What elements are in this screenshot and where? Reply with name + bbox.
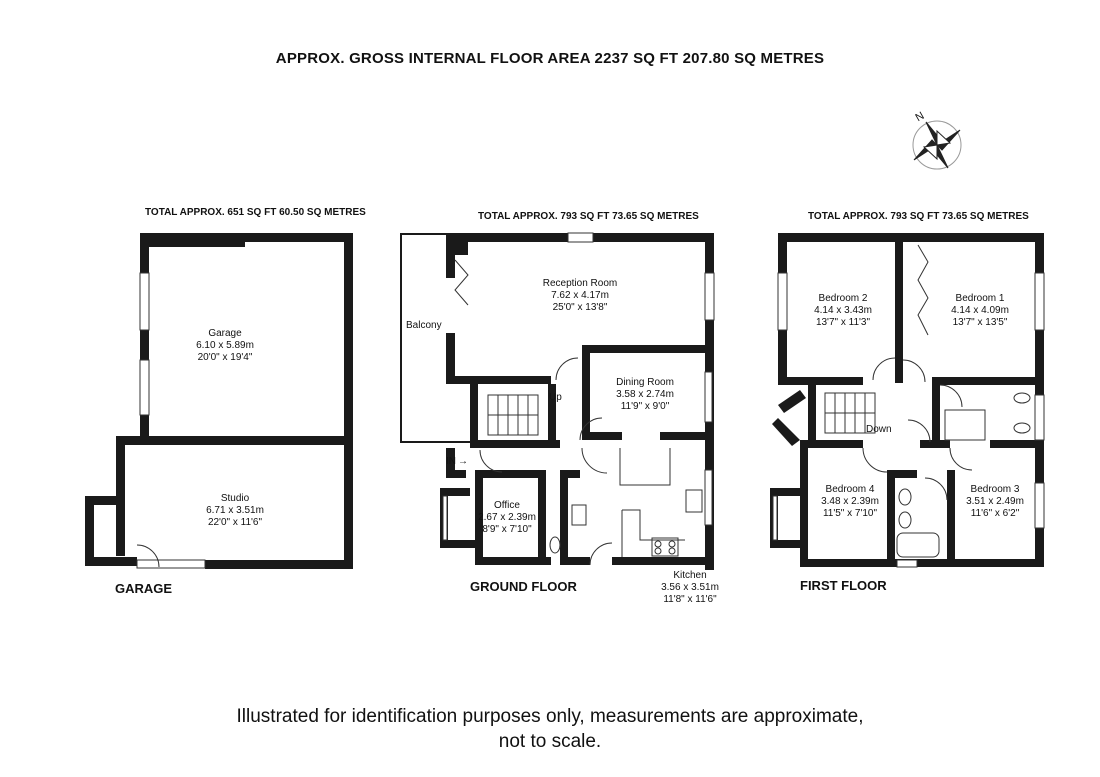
room-name: Bedroom 4 [825, 484, 875, 495]
room-metric: 2.67 x 2.39m [478, 512, 536, 523]
room-name: Kitchen [673, 570, 707, 581]
room-imperial: 25'0" x 13'8" [552, 302, 608, 313]
room-name: Bedroom 2 [818, 293, 868, 304]
room-metric: 6.10 x 5.89m [196, 340, 254, 351]
room-name: Bedroom 3 [970, 484, 1020, 495]
room-imperial: 13'7" x 11'3" [815, 317, 871, 328]
first-stairs [824, 392, 876, 434]
room-metric: 3.51 x 2.49m [966, 496, 1024, 507]
room-imperial: 13'7" x 13'5" [952, 317, 1008, 328]
room-name: Reception Room [542, 278, 618, 289]
first-floor-label: FIRST FLOOR [800, 578, 887, 593]
room-metric: 3.48 x 2.39m [821, 496, 879, 507]
room-imperial: 11'6" x 6'2" [970, 508, 1020, 519]
room-imperial: 8'9" x 7'10" [482, 524, 532, 535]
room-imperial: 22'0" x 11'6" [207, 517, 263, 528]
room-bedroom-1: Bedroom 1 4.14 x 4.09m 13'7" x 13'5" [930, 293, 1030, 329]
room-name: Studio [220, 493, 250, 504]
room-office: Office 2.67 x 2.39m 8'9" x 7'10" [462, 500, 552, 536]
ground-floor-area-label: TOTAL APPROX. 793 SQ FT 73.65 SQ METRES [478, 211, 699, 222]
entrance-arrow-icon: → [458, 456, 468, 467]
entrance-label: IN [446, 456, 456, 467]
disclaimer-line-2: not to scale. [498, 731, 602, 752]
room-imperial: 11'9" x 9'0" [620, 401, 670, 412]
room-metric: 7.62 x 4.17m [551, 290, 609, 301]
room-metric: 3.56 x 3.51m [661, 582, 719, 593]
room-metric: 4.14 x 4.09m [951, 305, 1009, 316]
room-imperial: 11'5" x 7'10" [822, 508, 878, 519]
room-metric: 6.71 x 3.51m [206, 505, 264, 516]
room-name: Garage [208, 328, 242, 339]
stairs-down-label: Down [866, 424, 892, 435]
balcony-label: Balcony [406, 320, 442, 331]
room-dining: Dining Room 3.58 x 2.74m 11'9" x 9'0" [590, 377, 700, 413]
room-bedroom-3: Bedroom 3 3.51 x 2.49m 11'6" x 6'2" [950, 484, 1040, 520]
compass-rose-icon [912, 120, 962, 170]
room-bedroom-2: Bedroom 2 4.14 x 3.43m 13'7" x 11'3" [793, 293, 893, 329]
bathroom-fixtures [896, 392, 1031, 558]
room-imperial: 11'8" x 11'6" [663, 594, 717, 605]
kitchen-units [549, 448, 703, 557]
room-studio: Studio 6.71 x 3.51m 22'0" x 11'6" [180, 493, 290, 529]
garage-plan [85, 233, 353, 569]
room-reception: Reception Room 7.62 x 4.17m 25'0" x 13'8… [520, 278, 640, 314]
ground-stairs [487, 394, 539, 436]
stairs-up-label: Up [549, 392, 562, 403]
room-name: Dining Room [616, 377, 674, 388]
first-floor-area-label: TOTAL APPROX. 793 SQ FT 73.65 SQ METRES [808, 211, 1029, 222]
room-name: Office [494, 500, 520, 511]
room-kitchen: Kitchen 3.56 x 3.51m 11'8" x 11'6" [640, 570, 740, 606]
room-imperial: 20'0" x 19'4" [197, 352, 253, 363]
room-metric: 4.14 x 3.43m [814, 305, 872, 316]
room-name: Bedroom 1 [955, 293, 1005, 304]
disclaimer-line-1: Illustrated for identification purposes … [236, 706, 864, 727]
garage-area-label: TOTAL APPROX. 651 SQ FT 60.50 SQ METRES [145, 207, 366, 218]
garage-floor-label: GARAGE [115, 581, 173, 596]
room-metric: 3.58 x 2.74m [616, 389, 674, 400]
ground-floor-label: GROUND FLOOR [470, 579, 577, 594]
room-bedroom-4: Bedroom 4 3.48 x 2.39m 11'5" x 7'10" [805, 484, 895, 520]
room-garage: Garage 6.10 x 5.89m 20'0" x 19'4" [170, 328, 280, 364]
page-title: APPROX. GROSS INTERNAL FLOOR AREA 2237 S… [275, 50, 825, 67]
